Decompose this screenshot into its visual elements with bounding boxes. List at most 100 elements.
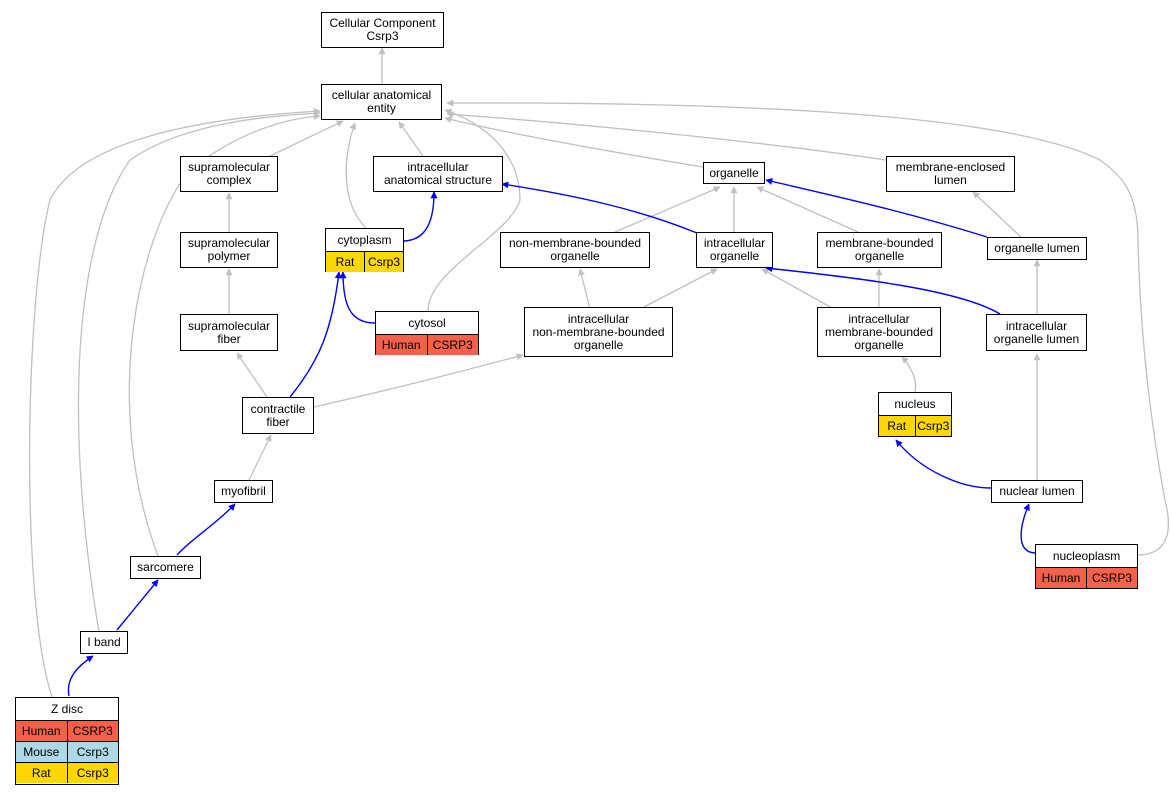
species-cell: Rat [16, 763, 67, 783]
edge-iband-partof-sarcomere [116, 579, 159, 631]
edge-inmbo-to-nmbo [578, 268, 591, 310]
species-gene-row: Rat Csrp3 [16, 762, 118, 783]
species-gene-row: Rat Csrp3 [879, 415, 951, 436]
edge-ol-to-mel [972, 191, 1023, 239]
node-label: fiber [217, 331, 241, 346]
edge-cf-to-smf [236, 352, 268, 398]
node-intracellular-organelle[interactable]: intracellular organelle [696, 232, 773, 268]
node-supramolecular-fiber[interactable]: supramolecular fiber [180, 314, 278, 351]
node-label: non-membrane-bounded [532, 324, 665, 339]
node-label: I band [87, 635, 121, 649]
node-supramolecular-complex[interactable]: supramolecular complex [180, 156, 278, 192]
edge-cytosol-partof-cytoplasm [339, 271, 376, 324]
species-gene-row: Rat Csrp3 [326, 251, 403, 272]
node-label: intracellular [567, 311, 630, 326]
node-cellular-component-root[interactable]: Cellular Component Csrp3 [321, 12, 444, 48]
edge-cf-to-inmbo [313, 353, 524, 408]
node-label: fiber [266, 414, 290, 429]
node-cytosol[interactable]: cytosol Human CSRP3 [375, 311, 479, 355]
node-label: organelle lumen [994, 241, 1080, 255]
gene-cell: Csrp3 [364, 252, 403, 272]
edge-np-to-cae [446, 99, 1169, 556]
node-nucleoplasm[interactable]: nucleoplasm Human CSRP3 [1035, 544, 1138, 589]
edge-io-partof-ias [501, 181, 698, 234]
node-cellular-anatomical-entity[interactable]: cellular anatomical entity [321, 84, 442, 120]
edge-iband-to-cae [77, 109, 321, 633]
species-gene-row: Human CSRP3 [1036, 567, 1137, 588]
node-label: non-membrane-bounded [508, 236, 642, 250]
species-cell: Mouse [16, 742, 67, 762]
edge-nmbo-to-organelle [614, 186, 721, 233]
node-label: intracellular [703, 236, 766, 250]
species-cell: Rat [879, 416, 915, 436]
edge-np-partof-nl [1020, 503, 1036, 554]
node-label: nuclear lumen [999, 484, 1075, 498]
node-label: organelle [709, 165, 759, 180]
gene-cell: CSRP3 [1086, 568, 1137, 588]
node-intracellular-membrane-bounded-organelle[interactable]: intracellular membrane-bounded organelle [817, 307, 941, 357]
node-label: membrane-bounded [824, 324, 934, 339]
node-label: anatomical structure [383, 173, 493, 187]
edge-cytoplasm-partof-ias [403, 191, 438, 242]
node-intracellular-organelle-lumen[interactable]: intracellular organelle lumen [986, 314, 1087, 351]
species-cell: Human [16, 721, 67, 741]
node-cytoplasm[interactable]: cytoplasm Rat Csrp3 [325, 228, 404, 272]
edge-ias-to-cae [398, 121, 424, 157]
species-cell: Rat [326, 252, 364, 272]
edge-myofibril-to-cf [248, 434, 272, 481]
gene-cell: CSRP3 [66, 721, 118, 741]
edge-mbo-to-organelle [756, 186, 859, 233]
node-organelle[interactable]: organelle [703, 162, 765, 184]
node-label: organelle [573, 337, 624, 352]
node-intracellular-non-membrane-bounded-organelle[interactable]: intracellular non-membrane-bounded organ… [524, 307, 673, 357]
node-label: complex [206, 173, 252, 187]
gene-cell: Csrp3 [914, 416, 951, 436]
edge-inmbo-to-io [639, 268, 718, 310]
node-supramolecular-polymer[interactable]: supramolecular polymer [180, 232, 278, 268]
node-myofibril[interactable]: myofibril [214, 480, 273, 503]
node-z-disc[interactable]: Z disc Human CSRP3 Mouse Csrp3 Rat Csrp3 [15, 697, 119, 785]
node-label: lumen [934, 173, 967, 187]
node-contractile-fiber[interactable]: contractile fiber [242, 397, 314, 434]
node-sarcomere[interactable]: sarcomere [130, 556, 201, 579]
node-label: organelle [854, 337, 904, 352]
edge-zdisc-to-cae [28, 107, 321, 698]
node-intracellular-anatomical-structure[interactable]: intracellular anatomical structure [373, 156, 503, 192]
node-label: sarcomere [137, 560, 194, 574]
node-label: membrane-enclosed [895, 160, 1006, 174]
node-label: membrane-bounded [825, 236, 934, 250]
node-label: intracellular [848, 311, 910, 326]
edge-cytoplasm-to-cae [345, 122, 367, 229]
edge-ol-partof-organelle [765, 178, 988, 238]
edge-nucleus-to-imbo [901, 356, 917, 393]
node-label: Csrp3 [366, 29, 399, 43]
species-gene-row: Mouse Csrp3 [16, 741, 118, 762]
node-label: myofibril [221, 484, 266, 498]
node-label: intracellular [1005, 318, 1068, 333]
node-i-band[interactable]: I band [80, 631, 128, 654]
edge-organelle-to-cae [444, 116, 704, 168]
node-membrane-bounded-organelle[interactable]: membrane-bounded organelle [817, 232, 942, 268]
node-membrane-enclosed-lumen[interactable]: membrane-enclosed lumen [886, 156, 1015, 192]
edge-mel-to-cae [446, 110, 887, 161]
edge-nl-partof-nucleus [895, 439, 992, 489]
node-label: organelle [550, 249, 600, 263]
edge-sarcomere-to-cae [128, 112, 321, 557]
node-label: cellular anatomical [331, 88, 432, 102]
node-non-membrane-bounded-organelle[interactable]: non-membrane-bounded organelle [500, 232, 650, 268]
node-organelle-lumen[interactable]: organelle lumen [987, 237, 1087, 260]
node-label: supramolecular [187, 318, 271, 333]
gene-cell: CSRP3 [426, 335, 478, 355]
node-label: organelle [854, 249, 905, 263]
gene-cell: Csrp3 [66, 763, 118, 783]
edge-sarcomere-partof-myofibril [176, 503, 236, 556]
node-nucleus[interactable]: nucleus Rat Csrp3 [878, 392, 952, 437]
edge-cytosol-to-cae [427, 108, 521, 312]
node-label: cytosol [408, 316, 446, 330]
node-label: Z disc [50, 702, 83, 716]
node-label: intracellular [407, 160, 469, 174]
species-cell: Human [1036, 568, 1086, 588]
node-nuclear-lumen[interactable]: nuclear lumen [991, 480, 1083, 503]
edge-iol-partof-io [765, 265, 1001, 315]
node-label: organelle lumen [993, 331, 1080, 346]
